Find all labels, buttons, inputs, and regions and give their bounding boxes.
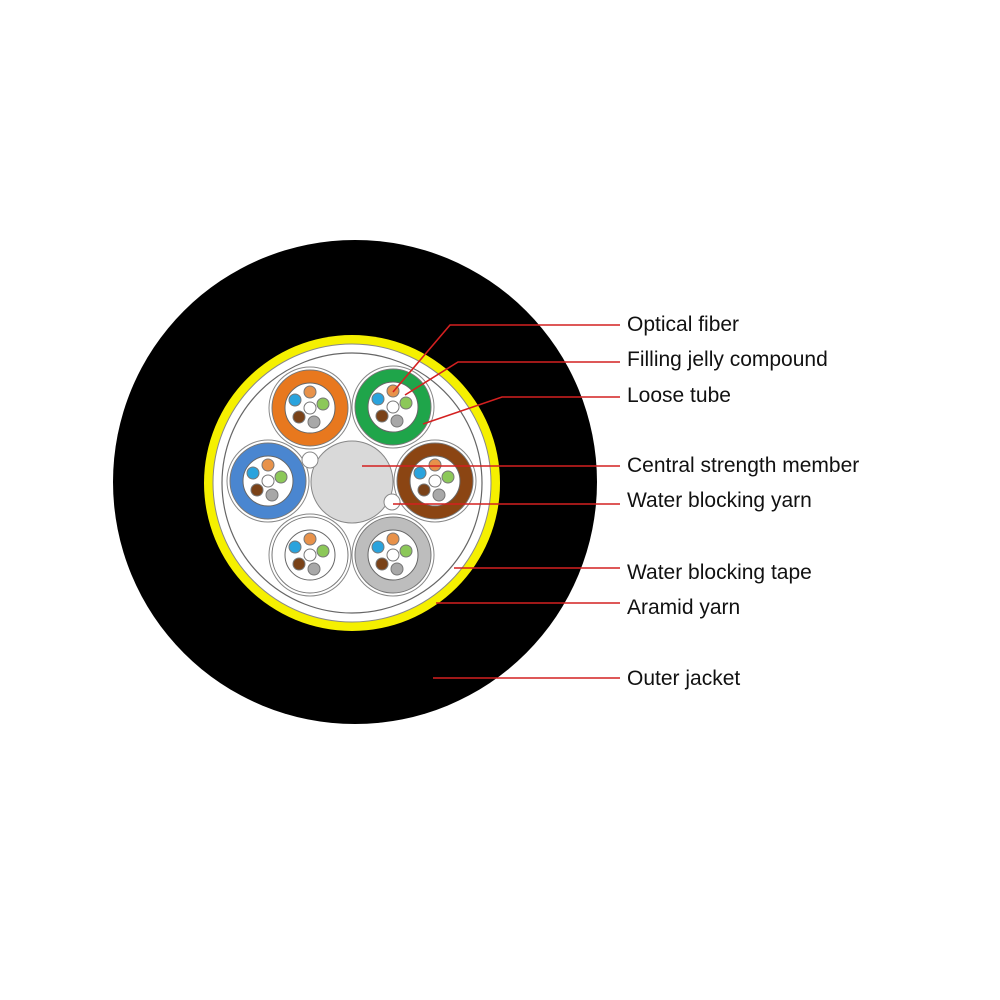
optical-fiber [303, 532, 317, 546]
label-loose-tube: Loose tube [627, 384, 731, 407]
optical-fiber [246, 466, 260, 480]
optical-fiber [375, 557, 389, 571]
optical-fiber [307, 415, 321, 429]
optical-fiber [399, 544, 413, 558]
leader-line-optical-fiber [392, 324, 620, 393]
optical-fiber [428, 474, 442, 488]
optical-fiber [390, 414, 404, 428]
optical-fiber [316, 544, 330, 558]
optical-fiber [316, 397, 330, 411]
central-strength-member [310, 440, 394, 524]
optical-fiber [303, 385, 317, 399]
label-water-blocking-yarn: Water blocking yarn [627, 489, 812, 512]
optical-fiber [288, 540, 302, 554]
optical-fiber [261, 458, 275, 472]
label-central-strength-member: Central strength member [627, 454, 860, 477]
optical-fiber [428, 458, 442, 472]
label-aramid-yarn: Aramid yarn [627, 596, 741, 619]
label-optical-fiber: Optical fiber [627, 313, 740, 336]
optical-fiber [432, 488, 446, 502]
optical-fiber [417, 483, 431, 497]
optical-fiber [292, 410, 306, 424]
optical-fiber [371, 392, 385, 406]
optical-fiber [274, 470, 288, 484]
label-filling-jelly-compound: Filling jelly compound [627, 348, 828, 371]
optical-fiber [375, 409, 389, 423]
optical-fiber [261, 474, 275, 488]
optical-fiber [390, 562, 404, 576]
optical-fiber [371, 540, 385, 554]
leader-line-filling-jelly [404, 361, 620, 396]
optical-fiber [265, 488, 279, 502]
label-outer-jacket: Outer jacket [627, 667, 741, 690]
optical-fiber [303, 548, 317, 562]
optical-fiber [386, 548, 400, 562]
optical-fiber [441, 470, 455, 484]
optical-fiber [413, 466, 427, 480]
optical-fiber [399, 396, 413, 410]
optical-fiber [292, 557, 306, 571]
water-blocking-yarn [301, 451, 319, 469]
optical-fiber [386, 532, 400, 546]
optical-fiber [288, 393, 302, 407]
leader-line-loose-tube [422, 396, 620, 425]
optical-fiber [386, 400, 400, 414]
label-water-blocking-tape: Water blocking tape [627, 561, 812, 584]
optical-fiber [250, 483, 264, 497]
water-blocking-yarn [383, 493, 401, 511]
optical-fiber [303, 401, 317, 415]
optical-fiber [307, 562, 321, 576]
